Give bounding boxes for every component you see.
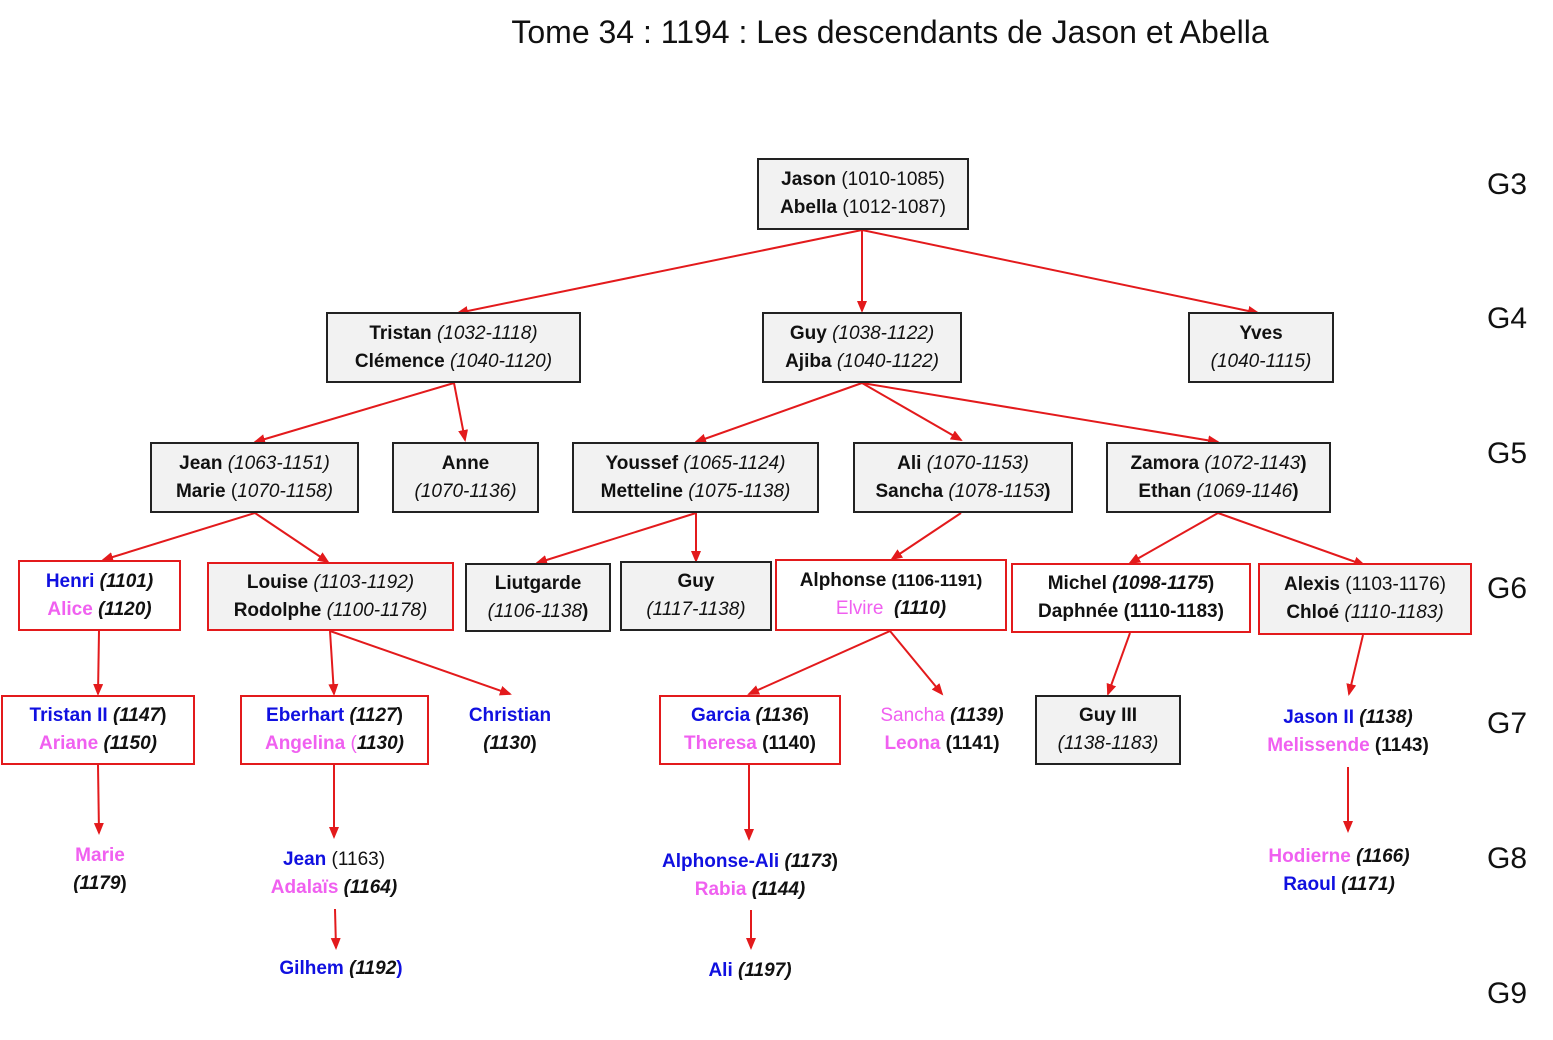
person-jean-adalais: Jean (1163) Adalaïs (1164) [270,849,398,898]
person-box-yves: Yves (1040-1115) [1188,312,1334,383]
generation-label-g9: G9 [1487,977,1528,1010]
person-box-tristan2-ariane: Tristan II (1147) Ariane (1150) [1,695,195,765]
person-box-jean-marie: Jean (1063-1151) Marie (1070-1158) [150,442,359,513]
diagram-title: Tome 34 : 1194 : Les descendants de Jaso… [511,14,1269,50]
arrow-louise-eberhart [328,630,339,696]
person-box-alexis-chloe: Alexis (1103-1176) Chloé (1110-1183) [1258,563,1472,635]
person-box-alphonse-elvire: Alphonse (1106-1191) Elvire (1110) [775,559,1007,631]
arrow-alphonse-garcia [747,630,891,695]
arrow-michel-guy3 [1106,632,1131,696]
person-gilhem: Gilhem (1192) [279,958,403,979]
arrow-jean-gilhem [330,908,341,950]
person-box-zamora-ethan: Zamora (1072-1143) Ethan (1069-1146) [1106,442,1331,513]
person-ali-g9: Ali (1197) [708,960,792,981]
arrow-henri-tristan2 [93,630,104,696]
person-box-guy-g6: Guy (1117-1138) [620,561,772,631]
generation-label-g3: G3 [1487,168,1528,201]
generation-label-g4: G4 [1487,302,1528,335]
arrow-jean-henri [101,512,256,562]
person-box-ali-sancha: Ali (1070-1153) Sancha (1078-1153) [853,442,1073,513]
person-box-michel-daphnee: Michel (1098-1175) Daphnée (1110-1183) [1011,563,1251,633]
person-box-louise-rodolphe: Louise (1103-1192) Rodolphe (1100-1178) [207,562,454,631]
arrow-jason-tristan [456,229,863,316]
arrow-guy-youssef [694,382,863,444]
person-box-guy-ajiba: Guy (1038-1122) Ajiba (1040-1122) [762,312,962,383]
arrow-guy-zamora [861,382,1220,446]
arrow-alphonse-sancha [889,630,944,696]
arrow-guy-ali [861,382,963,441]
person-alphonseali-rabia: Alphonse-Ali (1173) Rabia (1144) [662,851,838,900]
person-marie-g8: Marie (1179) [73,845,127,894]
person-box-youssef-metteline: Youssef (1065-1124) Metteline (1075-1138… [572,442,819,513]
person-box-garcia-theresa: Garcia (1136) Theresa (1140) [659,695,841,765]
person-christian: Christian (1130) [468,705,552,754]
person-box-guy3: Guy III (1138-1183) [1035,695,1181,765]
person-box-tristan-clemence: Tristan (1032-1118) Clémence (1040-1120) [326,312,581,383]
generation-label-g5: G5 [1487,437,1528,470]
arrow-youssef-liutgarde [535,512,697,565]
person-box-anne: Anne (1070-1136) [392,442,539,513]
generation-label-g6: G6 [1487,572,1528,605]
arrow-tristan2-marie [93,764,104,835]
arrow-jason-yves [861,229,1260,316]
person-box-liutgarde: Liutgarde (1106-1138) [465,563,611,632]
arrow-jean-louise [254,512,330,564]
arrow-tristan-anne [453,382,469,442]
arrow-ali-alphonse [890,512,962,561]
person-jason2-melissende: Jason II (1138) Melissende (1143) [1267,707,1429,756]
generation-label-g7: G7 [1487,707,1528,740]
arrow-alexis-jason2 [1346,634,1364,696]
person-sancha-leona: Sancha (1139) Leona (1141) [880,705,1004,754]
person-box-henri-alice: Henri (1101) Alice (1120) [18,560,181,631]
person-hodierne-raoul: Hodierne (1166) Raoul (1171) [1268,846,1410,895]
arrow-zamora-michel [1128,512,1219,564]
person-box-eberhart-angelina: Eberhart (1127) Angelina (1130) [240,695,429,765]
arrow-zamora-alexis [1217,512,1366,567]
arrow-tristan-jean [253,382,455,444]
arrow-louise-christian [329,630,512,696]
generation-label-g8: G8 [1487,842,1528,875]
person-box-jason-abella: Jason (1010-1085) Abella (1012-1087) [757,158,969,230]
